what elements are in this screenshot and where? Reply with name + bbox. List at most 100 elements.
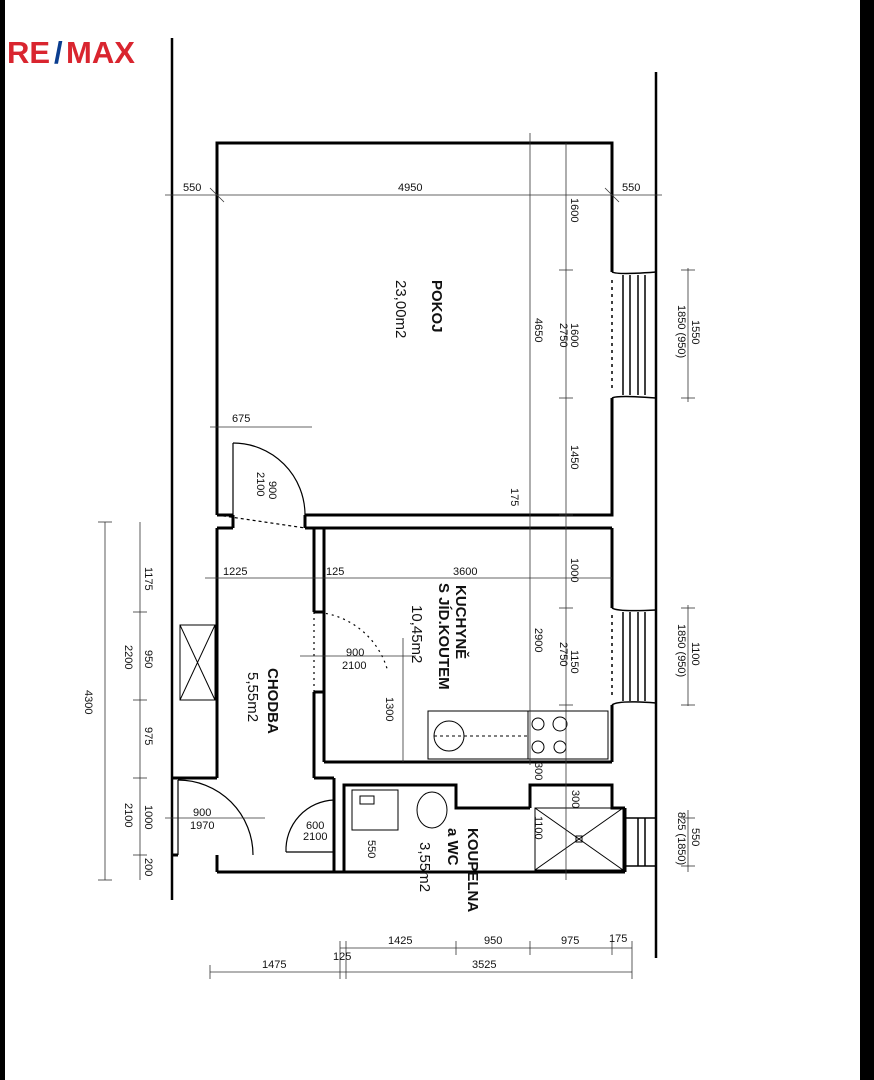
- dim-left-1000: 1000: [142, 805, 154, 829]
- door-pokoj-swing: [232, 442, 306, 516]
- room-chodba-name: CHODBA: [264, 668, 281, 734]
- dim-left-950: 950: [142, 650, 154, 668]
- wardrobe-diag-2: [179, 624, 216, 701]
- door-bath-swing: [285, 799, 335, 853]
- shower-diag-2: [534, 807, 624, 871]
- dim-left-975: 975: [142, 727, 154, 745]
- dim-top-550-left: 550: [183, 182, 201, 194]
- dim-v1100: 1100: [532, 816, 544, 840]
- window-kitchen-jambs: [611, 607, 657, 706]
- dim-h125-a: 125: [326, 566, 344, 578]
- dim-win2-1100: 1100: [689, 642, 701, 666]
- room-koupelna-area: 3,55m2: [416, 842, 433, 892]
- dim-675: 675: [232, 413, 250, 425]
- dim-left-2100: 2100: [122, 803, 134, 827]
- window-pokoj-jambs: [611, 271, 657, 399]
- kitchen-counter: [427, 710, 609, 760]
- cooktop-burner-icon: [553, 740, 567, 754]
- dim-left-2200: 2200: [122, 645, 134, 669]
- door-pokoj-threshold: [216, 514, 306, 529]
- dim-entry-door-w: 900: [193, 807, 211, 819]
- dim-v2750-b: 2750: [557, 642, 569, 666]
- dim-top-550-right: 550: [622, 182, 640, 194]
- fixtures: [179, 624, 624, 871]
- dim-kitchen-door-h: 2100: [342, 660, 366, 672]
- dim-win3-550: 550: [689, 828, 701, 846]
- logo-re: RE: [7, 35, 50, 70]
- room-pokoj-name: POKOJ: [428, 280, 445, 333]
- shower-drain-icon: [575, 835, 583, 843]
- dim-b1475: 1475: [262, 959, 286, 971]
- dim-v1600-b: 1600: [568, 323, 580, 347]
- dim-left-200: 200: [142, 858, 154, 876]
- windows: [611, 271, 657, 867]
- dim-h1225: 1225: [223, 566, 247, 578]
- dim-pokoj-door-h: 2100: [254, 472, 266, 496]
- room-kuchyne-name-1: KUCHYNĚ: [452, 585, 470, 659]
- dim-bath-door-h: 2100: [303, 831, 327, 843]
- room-kuchyne-name-2: S JÍD.KOUTEM: [435, 583, 452, 690]
- logo-max: MAX: [66, 35, 135, 70]
- dim-win1-1850: 1850 (950): [675, 305, 687, 358]
- room-pokoj-area: 23,00m2: [392, 280, 409, 338]
- dim-v1300: 1300: [383, 697, 395, 721]
- dim-v2900: 2900: [532, 628, 544, 652]
- dim-v1000-a: 1000: [568, 558, 580, 582]
- remax-logo: RE / MAX: [7, 35, 135, 70]
- wall-bath-top: [342, 783, 530, 872]
- wardrobe: [179, 624, 216, 701]
- cooktop-burner-icon: [552, 716, 568, 732]
- cooktop-burner-icon: [531, 717, 545, 731]
- dim-b1425: 1425: [388, 935, 412, 947]
- room-koupelna-name-2: a WC: [444, 828, 461, 866]
- dim-b125: 125: [333, 951, 351, 963]
- left-black-border: [0, 0, 5, 1080]
- room-koupelna-name-1: KOUPELNA: [464, 828, 481, 912]
- door-entry-swing: [177, 779, 254, 856]
- dim-v300-b: 300: [569, 790, 581, 808]
- room-chodba-area: 5,55m2: [244, 672, 261, 722]
- dim-win1-1550: 1550: [689, 320, 701, 344]
- dim-b175: 175: [609, 933, 627, 945]
- toilet-icon: [416, 791, 448, 829]
- dimension-lines: [98, 133, 695, 979]
- doors: [177, 442, 389, 856]
- bath-sink: [351, 789, 399, 831]
- dim-kitchen-door-w: 900: [346, 647, 364, 659]
- dim-pokoj-door-w: 900: [266, 481, 278, 499]
- right-black-border: [860, 0, 874, 1080]
- dim-v1450: 1450: [568, 445, 580, 469]
- dim-entry-door-h: 1970: [190, 820, 214, 832]
- dim-v300-a: 300: [532, 762, 544, 780]
- dim-b950: 950: [484, 935, 502, 947]
- dim-b3525: 3525: [472, 959, 496, 971]
- walls: [172, 141, 627, 874]
- dim-v550-bath: 550: [365, 840, 377, 858]
- shower-tray: [534, 807, 624, 871]
- dim-v4650: 4650: [532, 318, 544, 342]
- room-kuchyne-area: 10,45m2: [408, 605, 425, 663]
- dimension-texts: 550 4950 550 675 900 2100 1600 1600 2750…: [82, 182, 701, 971]
- bath-sink-tap: [359, 795, 375, 805]
- room-labels: POKOJ 23,00m2 KUCHYNĚ S JÍD.KOUTEM 10,45…: [244, 280, 481, 912]
- tick-t2: [604, 187, 620, 203]
- dim-left-1175: 1175: [142, 567, 154, 591]
- wall-pokoj-top: [215, 141, 614, 515]
- dim-top-4950: 4950: [398, 182, 422, 194]
- dim-bath-door-w: 600: [306, 820, 324, 832]
- dim-b975: 975: [561, 935, 579, 947]
- dim-left-4300: 4300: [82, 690, 94, 714]
- dim-win3-825: 825 (1850): [675, 812, 687, 865]
- tick-t1: [209, 187, 225, 203]
- door-kitchen-swing: [313, 611, 389, 673]
- logo-slash: /: [54, 35, 63, 70]
- site-lines: [170, 38, 658, 958]
- dim-h3600: 3600: [453, 566, 477, 578]
- dim-v1150: 1150: [568, 650, 580, 674]
- dim-win2-1850: 1850 (950): [675, 624, 687, 677]
- dim-v1600-a: 1600: [568, 198, 580, 222]
- cooktop-burner-icon: [531, 740, 545, 754]
- dim-v175: 175: [508, 488, 520, 506]
